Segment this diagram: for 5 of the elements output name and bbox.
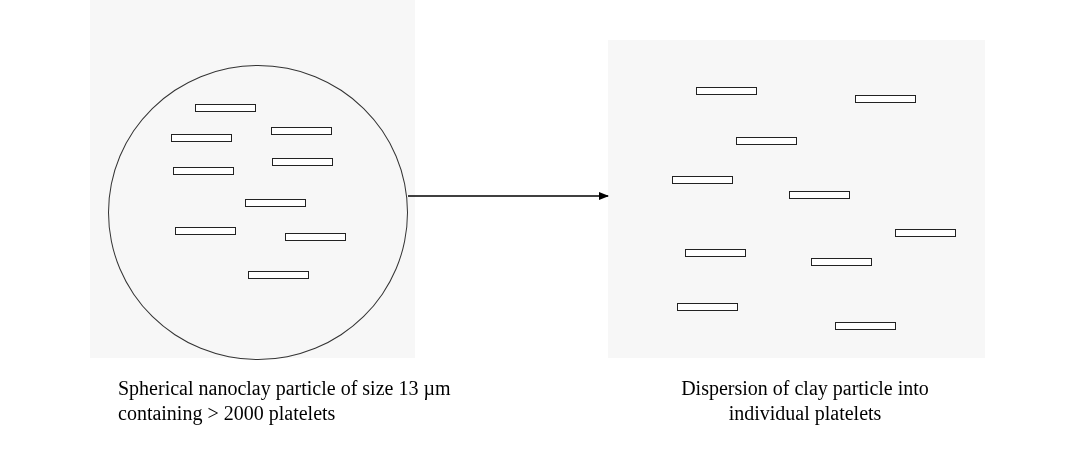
dispersion-area	[608, 40, 985, 358]
arrow	[407, 192, 609, 200]
node-label: Dispersion of clay particle into individual platelets	[680, 376, 930, 426]
node-label: Spherical nanoclay particle of size 13 µm containing > 2000 platelets	[118, 376, 452, 426]
particle-circle	[108, 65, 408, 360]
